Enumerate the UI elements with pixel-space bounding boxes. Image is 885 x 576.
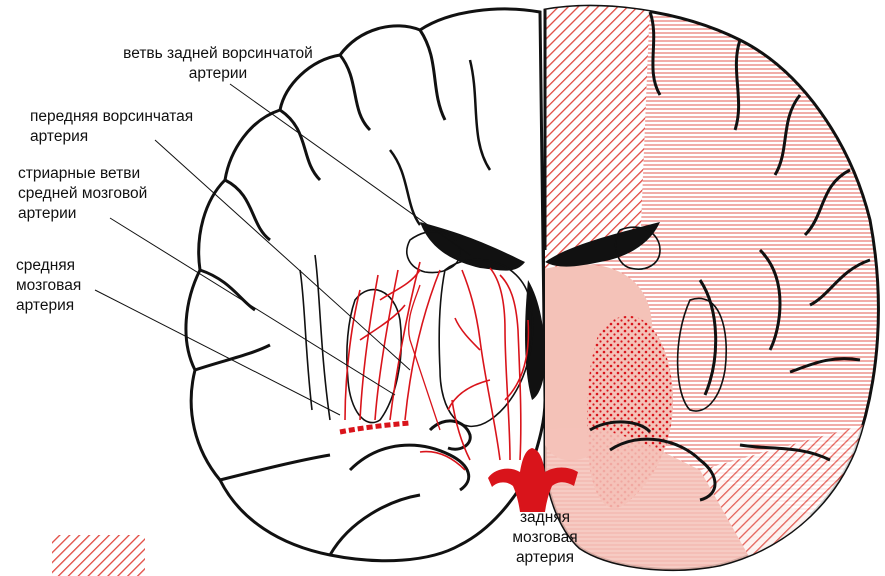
legend-hatch-swatch (52, 535, 145, 576)
label-posterior-choroidal-branch: ветвь задней ворсинчатой артерии (88, 44, 348, 84)
label-posterior-cerebral-artery: задняя мозговая артерия (470, 508, 620, 568)
label-middle-cerebral-artery: средняя мозговая артерия (16, 256, 81, 316)
label-anterior-choroidal-artery: передняя ворсинчатая артерия (30, 107, 193, 147)
label-striate-branches: стриарные ветви средней мозговой артерии (18, 164, 147, 224)
right-hemisphere (540, 0, 880, 576)
